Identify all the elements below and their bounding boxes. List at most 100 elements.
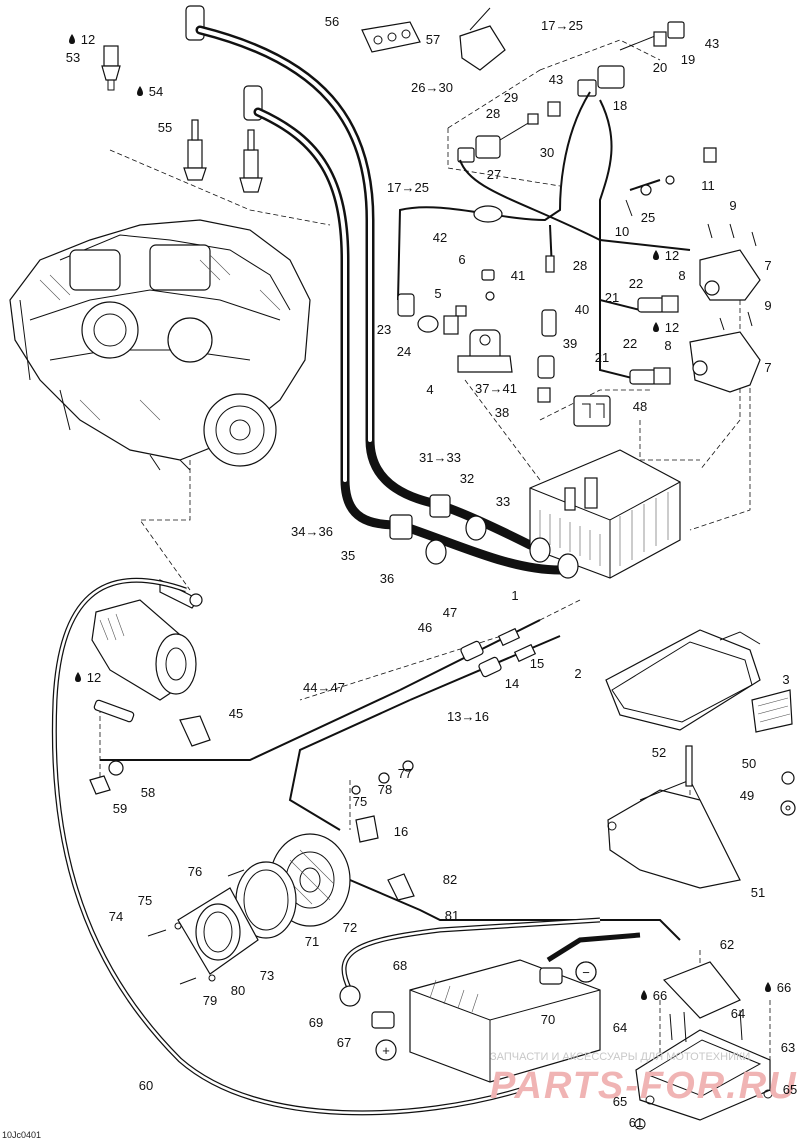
callout-73: 73 [260,968,274,983]
watermark-caption: ЗАПЧАСТИ И АКСЕССУАРЫ ДЛЯ МОТОТЕХНИКИ [490,1051,750,1063]
spark-plug-right [239,129,263,193]
callout-53: 53 [66,50,80,65]
minus-sign: − [582,965,590,980]
callout-6: 6 [458,252,465,267]
figure-code: 10Jc0401 [2,1130,41,1140]
callout-65: 65 [783,1082,797,1097]
callout-31-33: 31→33 [419,450,461,465]
callout-51: 51 [751,885,765,900]
callout-78: 78 [378,782,392,797]
starter-motor [91,579,203,701]
callout-59: 59 [113,801,127,816]
stator-assembly [147,833,351,985]
callout-56: 56 [325,14,339,29]
callout-72: 72 [343,920,357,935]
loctite-drop-icon [137,86,143,96]
callout-68: 68 [393,958,407,973]
callout-12: 12 [665,248,679,263]
relay-connector-18 [577,21,685,97]
callout-19: 19 [681,52,695,67]
callout-64: 64 [731,1006,745,1021]
callout-8: 8 [678,268,685,283]
spark-plug-left [183,119,207,181]
callout-27: 27 [487,167,501,182]
callout-43: 43 [549,72,563,87]
callout-39: 39 [563,336,577,351]
callout-30: 30 [540,145,554,160]
callout-16: 16 [394,824,408,839]
callout-15: 15 [530,656,544,671]
screws-9-10-11 [625,147,757,331]
callout-74: 74 [109,909,123,924]
switch-57 [459,7,506,71]
callout-80: 80 [231,983,245,998]
callout-76: 76 [188,864,202,879]
callout-24: 24 [397,344,411,359]
callout-12: 12 [665,320,679,335]
small-parts-45-58-59 [89,699,211,795]
battery [371,959,601,1083]
callout-81: 81 [445,908,459,923]
strap-3 [751,689,793,733]
callout-3: 3 [782,672,789,687]
callout-55: 55 [158,120,172,135]
callout-26-30: 26→30 [411,80,453,95]
callout-65: 65 [613,1094,627,1109]
callout-38: 38 [495,405,509,420]
watermark-logo: PARTS-FOR.RU [490,1065,798,1107]
callout-77: 77 [398,766,412,781]
callout-22: 22 [629,276,643,291]
callout-37-41: 37→41 [475,381,517,396]
watermark: ЗАПЧАСТИ И АКСЕССУАРЫ ДЛЯ МОТОТЕХНИКИ PA… [490,1051,798,1107]
callout-50: 50 [742,756,756,771]
callout-20: 20 [653,60,667,75]
throttle-cable [100,619,561,831]
connector-block-56 [361,21,421,53]
starter-cable [51,577,521,1116]
callout-60: 60 [139,1078,153,1093]
callout-25: 25 [641,210,655,225]
sensor-upper [637,249,761,313]
loctite-drop-icon [765,982,771,992]
callout-66: 66 [653,988,667,1003]
callout-75: 75 [138,893,152,908]
callout-32: 32 [460,471,474,486]
callout-17-25: 17→25 [541,18,583,33]
callout-69: 69 [309,1015,323,1030]
callout-12: 12 [87,670,101,685]
callout-70: 70 [541,1012,555,1027]
callout-8: 8 [664,338,671,353]
callout-2: 2 [574,666,581,681]
label-48 [573,395,611,427]
callout-13-16: 13→16 [447,709,489,724]
callout-9: 9 [729,198,736,213]
loctite-drop-icon [653,322,659,332]
loctite-drop-icon [641,990,647,1000]
callout-1: 1 [511,588,518,603]
callout-14: 14 [505,676,519,691]
callout-43: 43 [705,36,719,51]
plus-terminal: + [375,1039,397,1061]
callout-28: 28 [573,258,587,273]
callout-57: 57 [426,32,440,47]
callout-21: 21 [595,350,609,365]
callout-52: 52 [652,745,666,760]
connector-26-30 [457,101,561,163]
callout-9: 9 [764,298,771,313]
ignition-module [529,449,681,579]
callout-82: 82 [443,872,457,887]
cable-81-82 [349,760,681,941]
callout-7: 7 [764,360,771,375]
spark-plug-cap-top [185,5,263,121]
wiring-harness [397,91,691,381]
callout-58: 58 [141,785,155,800]
callout-41: 41 [511,268,525,283]
battery-cable [339,917,641,1007]
callout-28: 28 [486,106,500,121]
callout-labels: 565717→2543125354201926→3043291828553027… [66,14,797,1130]
callout-35: 35 [341,548,355,563]
loctite-drop-icon [69,34,75,44]
module-cover [605,629,761,731]
mounting-bracket [607,745,796,889]
plus-sign: + [382,1043,390,1058]
